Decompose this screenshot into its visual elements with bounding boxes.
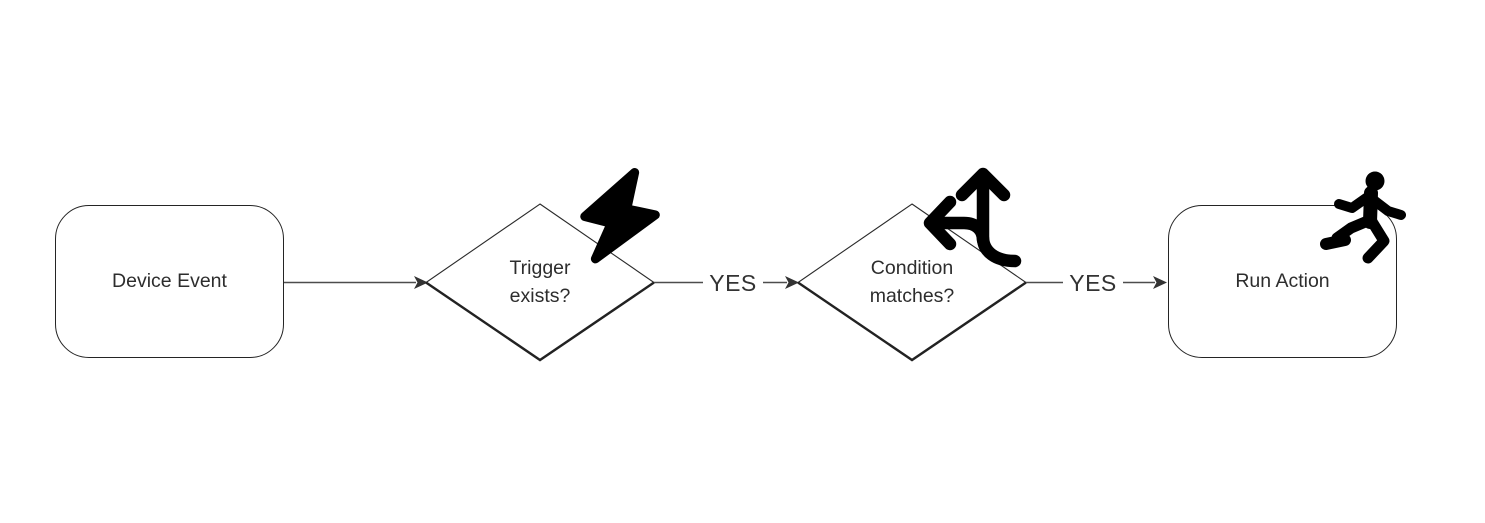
- directions-fork-icon: [923, 167, 1022, 268]
- edge-label-yes-1: YES: [709, 269, 757, 296]
- condition-label-line-2: matches?: [869, 285, 955, 307]
- condition-label-line-1: Condition: [870, 257, 954, 279]
- edge-device-to-trigger: [284, 276, 428, 289]
- lightning-bolt-icon: [580, 168, 660, 264]
- node-device-event: Device Event: [55, 205, 284, 358]
- diamond-trigger-exists: [425, 203, 655, 362]
- node-trigger-exists-label: Trigger exists?: [426, 204, 654, 360]
- trigger-label-line-2: exists?: [509, 285, 571, 307]
- node-run-action-label: Run Action: [1235, 270, 1330, 292]
- node-run-action: Run Action: [1168, 205, 1397, 358]
- node-condition-matches-label: Condition matches?: [798, 204, 1026, 360]
- trigger-label-line-1: Trigger: [509, 257, 571, 279]
- diamond-condition-matches: [797, 203, 1027, 362]
- node-device-event-label: Device Event: [112, 270, 227, 292]
- edge-label-yes-2: YES: [1069, 269, 1117, 296]
